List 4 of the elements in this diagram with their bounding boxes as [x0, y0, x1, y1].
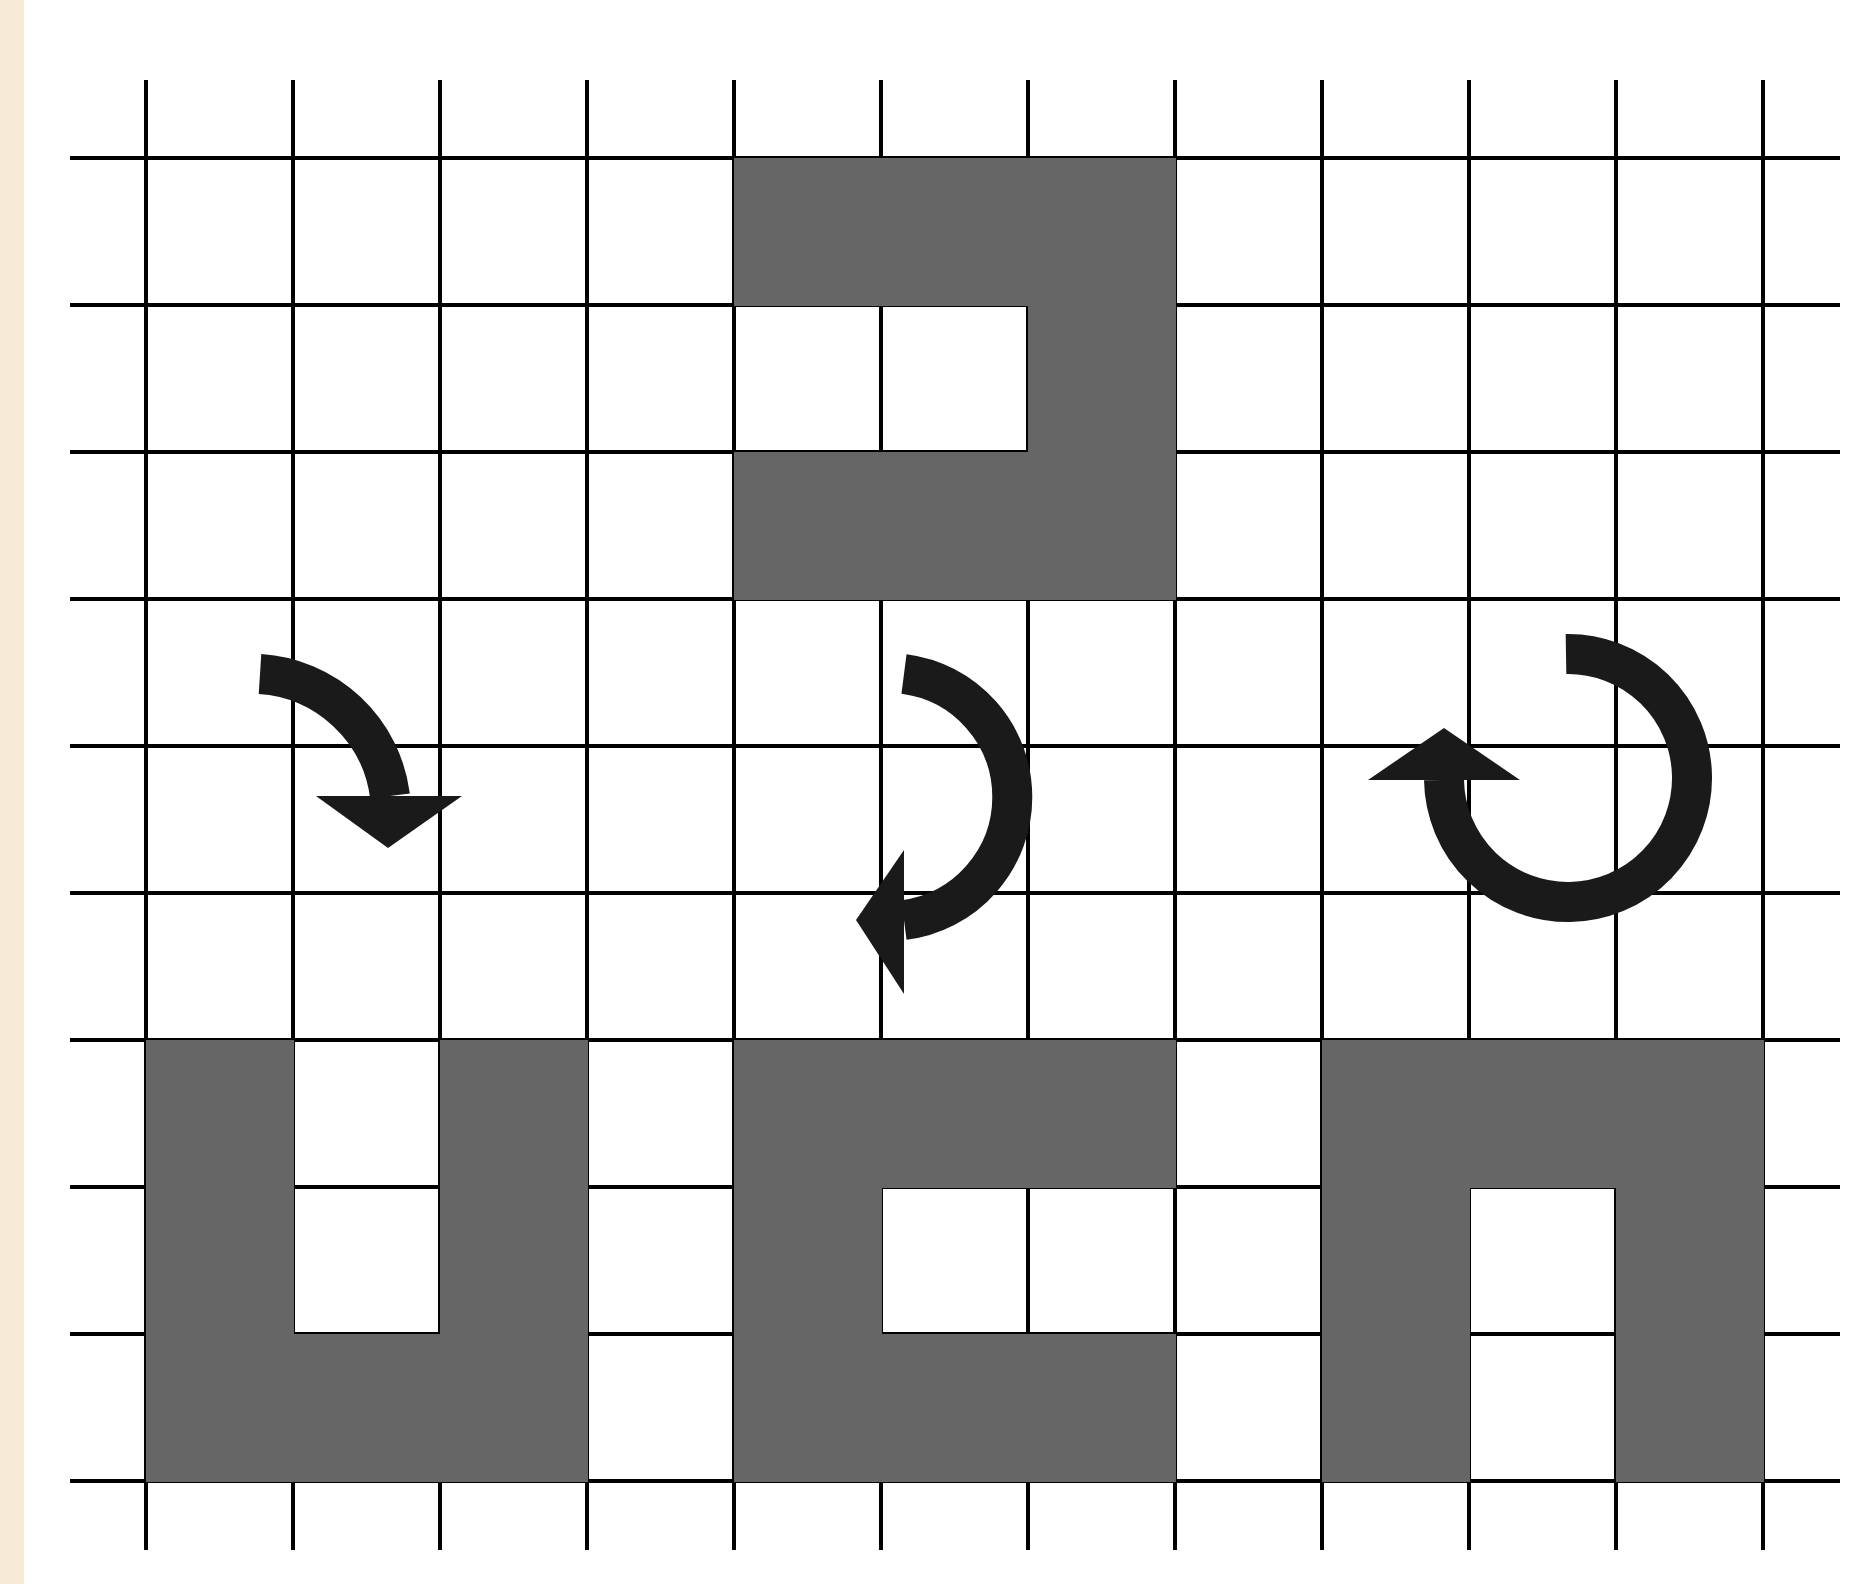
c-shaped-block: [734, 1040, 1175, 1481]
n-shaped-block: [1322, 1040, 1763, 1481]
c-shaped-block: [734, 158, 1175, 599]
u-shaped-block: [146, 1040, 587, 1481]
